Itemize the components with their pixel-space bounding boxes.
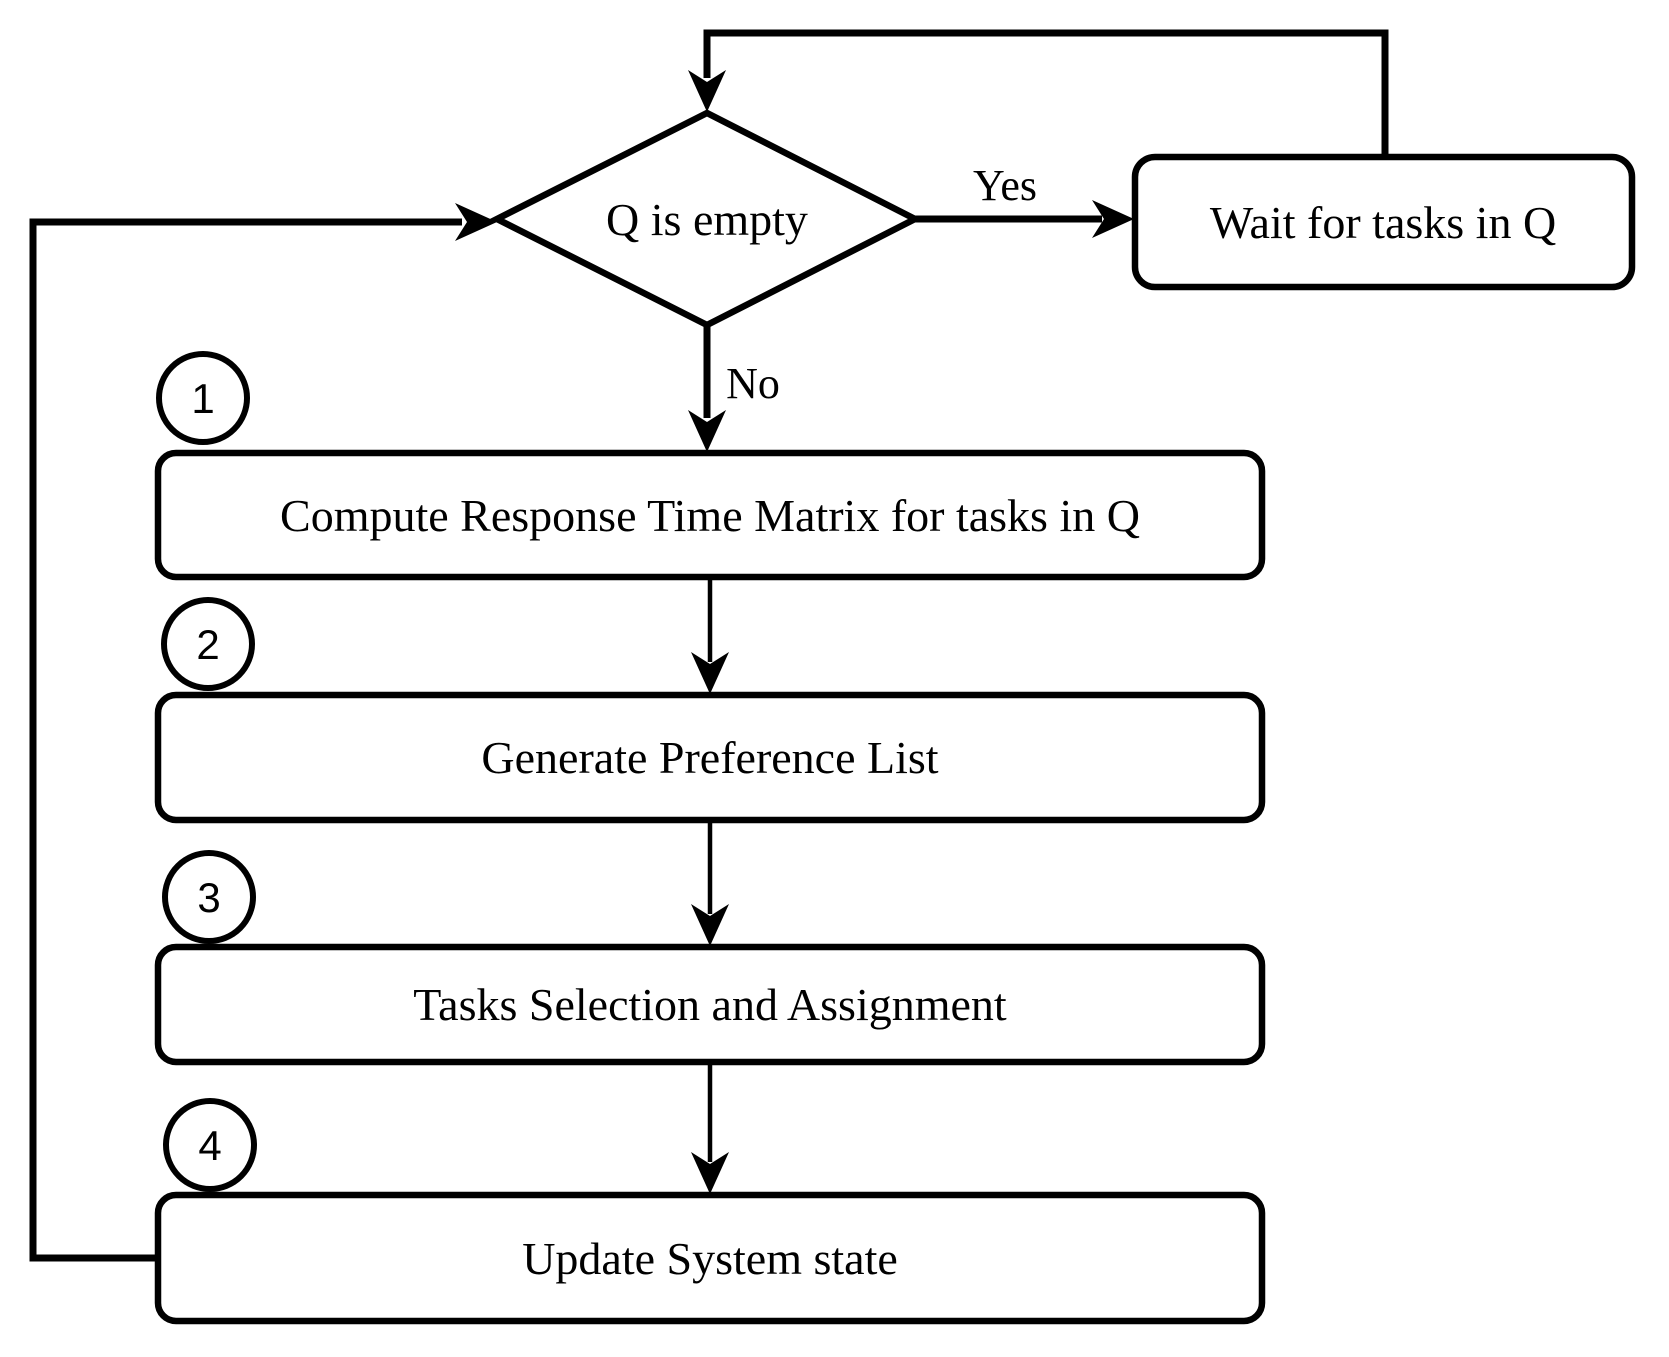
step-2-shape [154, 691, 1266, 824]
arrowhead-into-step-1 [688, 410, 726, 452]
step-3-badge-circle [162, 850, 256, 944]
step-1-badge-number: 1 [191, 375, 214, 422]
arrowhead-into-step-3 [691, 904, 729, 946]
arrowhead-into-step-2 [691, 652, 729, 694]
step-node-4: Update System state [154, 1191, 1266, 1325]
wait-node: Wait for tasks in Q [1131, 153, 1636, 291]
arrowhead-into-decision-left [455, 203, 497, 241]
arrowhead-into-decision-top [688, 70, 726, 112]
wait-node-shape [1131, 153, 1636, 291]
step-node-3: Tasks Selection and Assignment [154, 943, 1266, 1066]
step-1-shape [154, 449, 1266, 581]
edge-step3-step4 [691, 1062, 729, 1194]
step-3-badge-number: 3 [197, 874, 220, 921]
arrowhead-into-step-4 [691, 1152, 729, 1194]
edge-step2-step3 [691, 820, 729, 946]
edge-no-branch: No [688, 325, 780, 452]
decision-label: Q is empty [606, 194, 808, 245]
step-4-label: Update System state [522, 1233, 898, 1284]
arrowhead-into-wait-node [1092, 200, 1134, 238]
step-2-label: Generate Preference List [481, 732, 938, 783]
step-badge-4: 4 [163, 1098, 257, 1192]
step-3-label: Tasks Selection and Assignment [413, 979, 1007, 1030]
step-4-shape [154, 1191, 1266, 1325]
decision-diamond-shape [489, 109, 923, 329]
step-2-badge-circle [161, 597, 255, 691]
step-1-label: Compute Response Time Matrix for tasks i… [280, 490, 1140, 541]
step-badge-1: 1 [156, 351, 250, 445]
yes-label: Yes [973, 161, 1037, 210]
edge-update-loopback-line [29, 218, 462, 1262]
step-2-badge-number: 2 [196, 621, 219, 668]
edge-update-loopback [29, 203, 497, 1262]
step-node-1: Compute Response Time Matrix for tasks i… [154, 449, 1266, 581]
edge-wait-loopback-line [703, 29, 1389, 160]
step-node-2: Generate Preference List [154, 691, 1266, 824]
edge-step1-step2 [691, 577, 729, 694]
step-badge-3: 3 [162, 850, 256, 944]
edge-wait-loopback [688, 29, 1389, 160]
step-badge-2: 2 [161, 597, 255, 691]
wait-node-label: Wait for tasks in Q [1210, 197, 1556, 248]
decision-node: Q is empty [489, 109, 923, 329]
step-1-badge-circle [156, 351, 250, 445]
step-4-badge-circle [163, 1098, 257, 1192]
no-label: No [726, 359, 780, 408]
step-3-shape [154, 943, 1266, 1066]
step-4-badge-number: 4 [198, 1122, 221, 1169]
edge-yes-branch: Yes [915, 161, 1134, 238]
